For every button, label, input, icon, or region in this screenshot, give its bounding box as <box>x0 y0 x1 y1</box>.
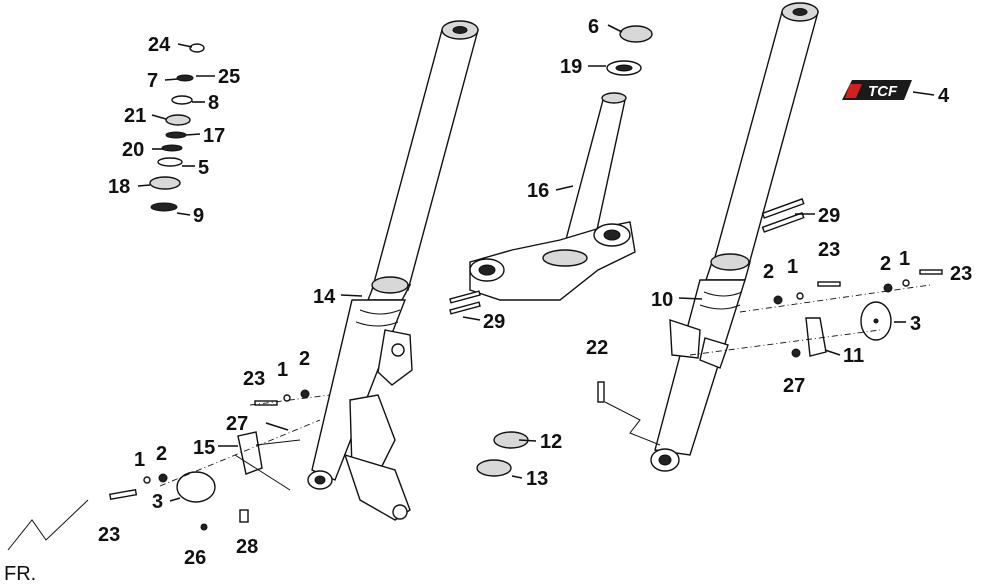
callout-18: 18 <box>108 176 130 198</box>
callout-11: 11 <box>843 345 864 367</box>
callout-2-left-a: 2 <box>299 348 310 370</box>
callout-7: 7 <box>147 70 158 92</box>
callout-23-left-a: 23 <box>243 368 265 390</box>
callout-8: 8 <box>208 92 219 114</box>
callout-29-center: 29 <box>483 311 505 333</box>
callout-4: 4 <box>938 85 950 107</box>
callout-3-left: 3 <box>152 491 163 513</box>
svg-text:TCF: TCF <box>868 83 898 100</box>
callout-1-left-b: 1 <box>134 449 145 471</box>
direction-label: FR. <box>4 563 36 585</box>
callout-labels: 24 7 25 8 21 17 20 5 18 9 6 19 16 4 29 2… <box>98 16 972 569</box>
callout-21: 21 <box>124 105 146 127</box>
callout-22: 22 <box>586 337 608 359</box>
callout-1-left-a: 1 <box>277 359 288 381</box>
callout-28: 28 <box>236 536 258 558</box>
steering-stem <box>469 92 636 301</box>
callout-27-left: 27 <box>226 413 248 435</box>
callout-23-left-b: 23 <box>98 524 120 546</box>
callout-23-right-b: 23 <box>950 263 972 285</box>
callout-25: 25 <box>218 66 240 88</box>
front-direction-arrow: FR. <box>4 499 89 585</box>
callout-16: 16 <box>527 180 549 202</box>
callout-3-right: 3 <box>910 313 921 335</box>
callout-1-right-b: 1 <box>899 248 910 270</box>
callout-17: 17 <box>203 125 225 147</box>
right-fork-tube <box>650 2 819 472</box>
callout-14: 14 <box>313 286 336 308</box>
callout-1-right-a: 1 <box>787 256 798 278</box>
callout-26: 26 <box>184 547 206 569</box>
callout-27-right: 27 <box>783 375 805 397</box>
callout-2-right-a: 2 <box>763 261 774 283</box>
callout-23-right-a: 23 <box>818 239 840 261</box>
callout-19: 19 <box>560 56 582 78</box>
axis-lines <box>159 284 931 491</box>
callout-29-right: 29 <box>818 205 840 227</box>
left-fork-tube <box>307 20 479 521</box>
callout-10: 10 <box>651 289 673 311</box>
hardware-parts <box>109 198 943 531</box>
callout-5: 5 <box>198 157 209 179</box>
callout-24: 24 <box>148 34 171 56</box>
callout-15: 15 <box>193 437 215 459</box>
leader-lines <box>137 24 935 502</box>
callout-12: 12 <box>540 431 562 453</box>
bearing-stack <box>149 25 653 477</box>
callout-9: 9 <box>193 205 204 227</box>
callout-2-right-b: 2 <box>880 253 891 275</box>
callout-6: 6 <box>588 16 599 38</box>
callout-2-left-b: 2 <box>156 443 167 465</box>
callout-20: 20 <box>122 139 144 161</box>
callout-13: 13 <box>526 468 548 490</box>
tcf-logo: TCF <box>842 80 912 100</box>
